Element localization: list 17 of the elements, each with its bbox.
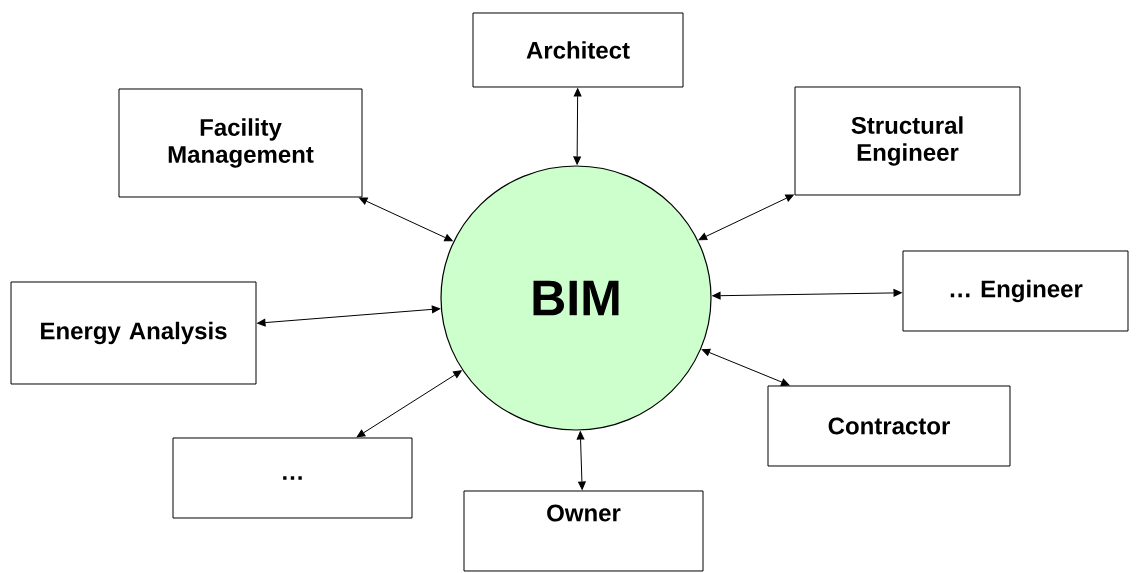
- process-box: Energy Analysis: [10, 281, 257, 385]
- arrow: [257, 305, 441, 327]
- arrow: [576, 431, 586, 490]
- ellipse-node: BIM: [440, 165, 712, 431]
- process-box: Owner: [463, 490, 704, 572]
- arrow: [573, 88, 582, 165]
- arrow: [356, 370, 462, 438]
- process-box: Architect: [472, 12, 684, 88]
- arrow: [701, 348, 790, 386]
- arrow: [698, 194, 794, 241]
- process-box: … Engineer: [902, 250, 1129, 332]
- arrow: [359, 197, 453, 242]
- process-box: Structural Engineer: [794, 86, 1021, 196]
- process-box: Facility Management: [118, 88, 363, 198]
- arrow: [712, 289, 902, 300]
- process-box: Contractor: [767, 385, 1011, 467]
- process-box: …: [172, 437, 413, 519]
